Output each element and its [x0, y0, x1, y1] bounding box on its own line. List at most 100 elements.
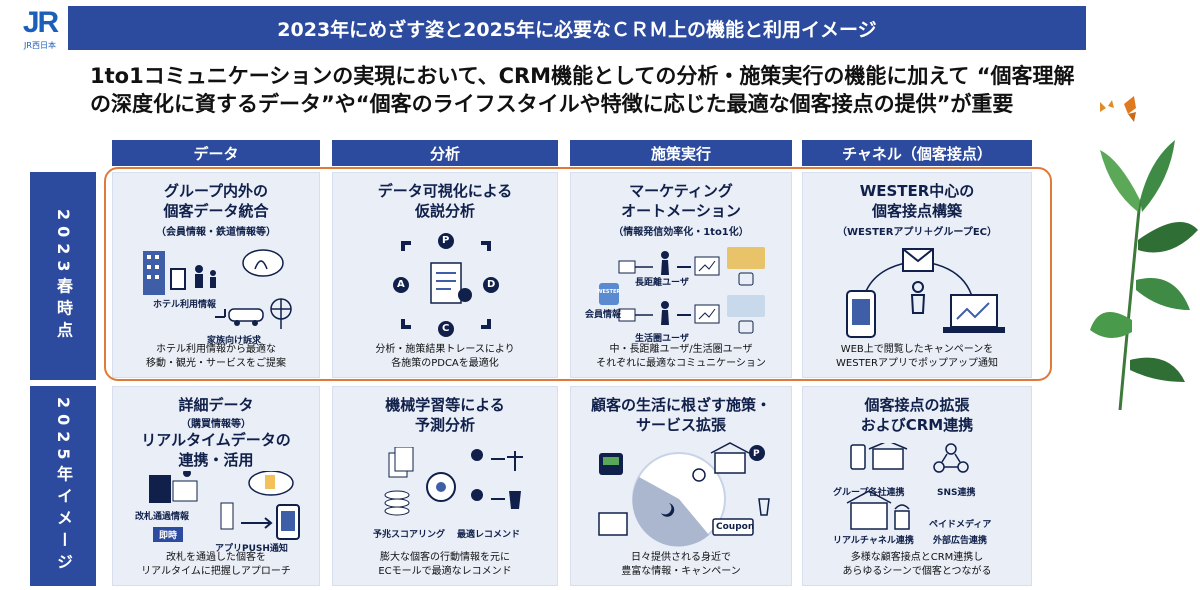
label-coupon: Coupon [716, 522, 755, 532]
row-label-2025: 2025年イメージ [30, 386, 96, 586]
butterfly-icon [1100, 96, 1136, 122]
panel-title-line: 機械学習等による [385, 396, 505, 414]
panel-title-line: WESTER中心の [859, 182, 975, 200]
caption-line: WEB上で閲覧したキャンペーンを [840, 344, 994, 355]
channel-expansion-illustration [846, 443, 969, 530]
column-header-analysis: 分析 [332, 140, 558, 166]
label-member-info: 会員情報 [585, 310, 622, 320]
caption-line: あらゆるシーンで個客とつながる [842, 566, 992, 577]
label-wester: WESTER [597, 289, 621, 295]
label-group-companies: グループ各社連携 [833, 488, 905, 498]
caption-line: 膨大な個客の行動情報を元に [380, 552, 510, 563]
panel-subtitle: （情報発信効率化・1to1化） [613, 227, 749, 238]
caption-line: 移動・観光・サービスをご提案 [146, 358, 286, 369]
wester-channel-illustration [846, 248, 1005, 338]
panel-title-line: 個客接点構築 [871, 202, 962, 220]
panel-title: 詳細データ [113, 395, 319, 415]
panel-2023-data: グループ内外の 個客データ統合 （会員情報・鉄道情報等） ホテル利用情報 家族向… [112, 172, 320, 378]
panel-title-line: 個客データ統合 [163, 202, 269, 220]
label-hotel-usage: ホテル利用情報 [153, 300, 217, 310]
panel-title: 個客接点の拡張 およびCRM連携 [803, 395, 1031, 435]
panel-subtitle: （WESTERアプリ＋グループEC） [837, 227, 997, 238]
caption-line: 日々提供される身近で [631, 552, 731, 563]
pdca-d: D [487, 279, 496, 290]
label-external-ads: 外部広告連携 [933, 536, 988, 546]
panel-title-line: 個客接点の拡張 [864, 396, 970, 414]
jr-west-logo: JR JR西日本 [12, 8, 68, 56]
column-header-channel: チャネル（個客接点） [802, 140, 1032, 166]
slide-title: 2023年にめざす姿と2025年に必要なＣＲＭ上の機能と利用イメージ [68, 6, 1086, 50]
panel-2025-analysis: 機械学習等による 予測分析 予兆スコアリング 最適レコメンド 膨大な個客の行動情… [332, 386, 558, 586]
panel-2025-execution: 顧客の生活に根ざす施策・ サービス拡張 P Coupon 日々提供される身近で … [570, 386, 792, 586]
lifestyle-service-illustration [598, 442, 770, 547]
caption-line: ホテル利用情報から最適な [156, 344, 276, 355]
caption-line: 豊富な情報・キャンペーン [621, 566, 741, 577]
panel-title: 顧客の生活に根ざす施策・ サービス拡張 [571, 395, 791, 435]
panel-subtitle: （会員情報・鉄道情報等） [156, 227, 276, 238]
panel-title-line: データ可視化による [377, 182, 513, 200]
panel-title-line: マーケティング [629, 182, 733, 200]
label-instant: 即時 [153, 527, 184, 542]
logo-mark: JR [22, 6, 59, 39]
panel-2023-analysis: データ可視化による 仮説分析 P D C A 分析・施策結果トレースにより 各施… [332, 172, 558, 378]
panel-title-line: 予測分析 [414, 416, 475, 434]
panel-caption: 分析・施策結果トレースにより 各施策のPDCAを最適化 [333, 343, 557, 371]
panel-title-line: 連携・活用 [178, 451, 254, 469]
label-local-user: 生活圏ユーザ [635, 334, 689, 344]
panel-title: マーケティング オートメーション [571, 181, 791, 221]
plant-decoration-icon [1090, 140, 1198, 410]
label-family-appeal: 家族向け訴求 [207, 336, 262, 346]
column-header-execution: 施策実行 [570, 140, 792, 166]
pdca-a: A [397, 279, 405, 290]
data-integration-illustration [143, 249, 292, 329]
panel-title-line: グループ内外の [163, 182, 269, 200]
caption-line: WESTERアプリでポップアップ通知 [836, 358, 998, 369]
caption-line: 各施策のPDCAを最適化 [391, 358, 499, 369]
label-sns: SNS連携 [937, 488, 976, 498]
pdca-p: P [442, 235, 450, 246]
panel-caption: 膨大な個客の行動情報を元に ECモールで最適なレコメンド [333, 551, 557, 579]
column-header-data: データ [112, 140, 320, 166]
caption-line: リアルタイムに把握しアプローチ [141, 566, 291, 577]
logo-sub: JR西日本 [24, 41, 56, 50]
panel-title: グループ内外の 個客データ統合 [113, 181, 319, 221]
marketing-automation-illustration [599, 247, 765, 334]
predictive-analysis-illustration [384, 447, 523, 516]
panel-caption: WEB上で閲覧したキャンペーンを WESTERアプリでポップアップ通知 [803, 343, 1031, 371]
panel-2025-data: 詳細データ （購買情報等） リアルタイムデータの 連携・活用 改札通過情報 即時… [112, 386, 320, 586]
panel-title-line: 仮説分析 [414, 202, 475, 220]
label-paid-media: ペイドメディア [929, 520, 992, 530]
label-predictive-scoring: 予兆スコアリング [373, 530, 446, 540]
label-app-push: アプリPUSH通知 [215, 544, 288, 554]
realtime-data-illustration [149, 471, 300, 540]
caption-line: 分析・施策結果トレースにより [375, 344, 515, 355]
panel-title-line: 顧客の生活に根ざす施策・ [590, 396, 771, 414]
panel-title: 機械学習等による 予測分析 [333, 395, 557, 435]
label-point-p: P [753, 449, 760, 459]
panel-caption: ホテル利用情報から最適な 移動・観光・サービスをご提案 [113, 343, 319, 371]
pdca-c: C [442, 323, 450, 334]
panel-2023-channel: WESTER中心の 個客接点構築 （WESTERアプリ＋グループEC） WEB上… [802, 172, 1032, 378]
headline: 1to1コミュニケーションの実現において、CRM機能としての分析・施策実行の機能… [90, 64, 1075, 116]
panel-title-line: およびCRM連携 [860, 416, 974, 434]
pdca-cycle-illustration [393, 233, 499, 337]
panel-2023-execution: マーケティング オートメーション （情報発信効率化・1to1化） 長距離ユーザ … [570, 172, 792, 378]
row-label-2023: 2023春時点 [30, 172, 96, 380]
label-gate-info: 改札通過情報 [135, 512, 190, 522]
panel-title: WESTER中心の 個客接点構築 [803, 181, 1031, 221]
label-long-distance-user: 長距離ユーザ [635, 278, 689, 288]
panel-caption: 中・長距離ユーザ/生活圏ユーザ それぞれに最適なコミュニケーション [571, 343, 791, 371]
panel-caption: 改札を通過した個客を リアルタイムに把握しアプローチ [113, 551, 319, 579]
panel-title: データ可視化による 仮説分析 [333, 181, 557, 221]
label-real-channel: リアルチャネル連携 [833, 536, 914, 546]
panel-title-line: サービス拡張 [635, 416, 726, 434]
caption-line: 中・長距離ユーザ/生活圏ユーザ [609, 344, 753, 355]
panel-subtitle: （購買情報等） [181, 419, 251, 430]
panel-title-line: 詳細データ [178, 396, 254, 414]
panel-title-secondary: リアルタイムデータの 連携・活用 [113, 430, 319, 470]
panel-title-line: オートメーション [621, 202, 741, 220]
caption-line: 多様な顧客接点とCRM連携し [850, 552, 984, 563]
panel-2025-channel: 個客接点の拡張 およびCRM連携 グループ各社連携 SNS連携 リアルチャネル連… [802, 386, 1032, 586]
caption-line: ECモールで最適なレコメンド [378, 566, 512, 577]
caption-line: 改札を通過した個客を [166, 552, 266, 563]
